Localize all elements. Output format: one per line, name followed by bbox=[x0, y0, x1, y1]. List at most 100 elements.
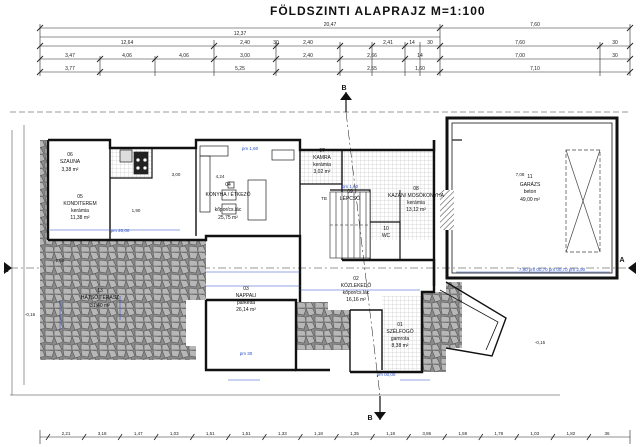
bottom-dim-tick bbox=[45, 433, 51, 441]
bottom-dim-label: 2,21 bbox=[62, 431, 71, 436]
bottom-dim-tick bbox=[225, 433, 231, 441]
blue-annotations bbox=[50, 229, 610, 381]
bottom-dim-tick bbox=[262, 433, 267, 441]
drawing-title: FÖLDSZINTI ALAPRAJZ M=1:100 bbox=[270, 4, 486, 18]
dim-house-width: 12,37 bbox=[234, 31, 247, 37]
tag-250: 2,50 bbox=[56, 258, 65, 263]
dim-r3-g: 14 bbox=[417, 53, 423, 59]
section-b-top: B bbox=[341, 85, 346, 92]
dim-r3-b: 4,06 bbox=[122, 53, 132, 59]
room-02-num: 02 bbox=[353, 276, 359, 282]
stone-cladding bbox=[40, 140, 462, 372]
bottom-dim-label: 1,82 bbox=[567, 431, 576, 436]
room-09-name: LÉPCSŐ bbox=[340, 195, 360, 202]
room-02-name: KÖZLEKEDŐ bbox=[341, 282, 372, 289]
dim-r2-f: 14 bbox=[409, 40, 415, 46]
dim-r2-g: 30 bbox=[427, 40, 433, 46]
bottom-dim-tick bbox=[586, 433, 592, 441]
tag-016: -0,16 bbox=[25, 312, 36, 317]
tag-pm-kamra: pm 1,60 bbox=[342, 184, 359, 189]
bottom-dim-label: 1,78 bbox=[494, 431, 503, 436]
bottom-dim-tick bbox=[514, 433, 520, 441]
dim-r3-d: 3,00 bbox=[240, 53, 250, 59]
room-04-num: 04 bbox=[225, 182, 231, 188]
room-05-area: 11,38 m² bbox=[70, 215, 90, 221]
bottom-dim-tick bbox=[550, 433, 556, 441]
bottom-dim-label: 1,18 bbox=[386, 431, 395, 436]
bottom-dim-tick bbox=[153, 433, 159, 441]
bottom-dim-tick bbox=[370, 433, 375, 441]
dim-r3-i: 30 bbox=[612, 53, 618, 59]
bottom-dim-label: 1,51 bbox=[206, 431, 215, 436]
bottom-dim-tick bbox=[442, 433, 448, 441]
room-08-floor: kerámia bbox=[407, 200, 425, 206]
room-11-name: GARÁZS bbox=[520, 181, 541, 188]
dim-r4-a: 3,77 bbox=[65, 66, 75, 72]
room-13-num: 13 bbox=[97, 288, 103, 294]
room-03-area: 26,14 m² bbox=[236, 307, 256, 313]
room-02-area: 16,16 m² bbox=[346, 297, 366, 303]
dim-total: 20,47 bbox=[324, 22, 337, 28]
dim-garage-total: 7,60 bbox=[530, 22, 540, 28]
dim-r2-a: 12,64 bbox=[121, 40, 134, 46]
bottom-dim-label: 1,35 bbox=[350, 431, 359, 436]
tag-pm-kitchen: pm 1,60 bbox=[242, 146, 259, 151]
room-05-num: 05 bbox=[77, 194, 83, 200]
dim-r4-b: 5,25 bbox=[235, 66, 245, 72]
stairs bbox=[329, 191, 371, 259]
tag-424: 4,24 bbox=[216, 174, 225, 179]
room-10-name: WC bbox=[382, 233, 391, 239]
room-05-name: KONDITEREM bbox=[63, 201, 96, 207]
dim-r2-d: 2,40 bbox=[303, 40, 313, 46]
bottom-dim-tick bbox=[406, 433, 411, 441]
room-07-num: 07 bbox=[319, 148, 325, 154]
section-a-left: A bbox=[3, 267, 8, 274]
dim-r2-c: 30 bbox=[273, 40, 279, 46]
room-04-name: KONYHA / ÉTKEZŐ bbox=[205, 191, 250, 198]
bottom-dim-tick bbox=[478, 433, 484, 441]
tag-pm-entry: pm 00,00 bbox=[377, 372, 396, 377]
room-05-floor: kerámia bbox=[71, 208, 89, 214]
room-13-area: 31,40 m² bbox=[90, 303, 110, 309]
tag-015: -0,15 bbox=[535, 340, 546, 345]
bottom-dim-label: 1,18 bbox=[314, 431, 323, 436]
room-08-area: 13,12 m² bbox=[406, 207, 426, 213]
bottom-dim-tick bbox=[298, 433, 303, 441]
bottom-dim-label: 1,33 bbox=[278, 431, 287, 436]
section-a-right: A bbox=[619, 257, 624, 264]
room-04-floor: kőpor/cs.lác bbox=[215, 207, 242, 213]
room-01-num: 01 bbox=[397, 322, 403, 328]
bottom-dim-label: 1,51 bbox=[242, 431, 251, 436]
room-06-area: 3,38 m² bbox=[62, 167, 79, 173]
tag-708: 7,08 bbox=[516, 172, 525, 177]
dim-r2-h: 7,60 bbox=[515, 40, 525, 46]
room-06-name: SZAUNA bbox=[60, 159, 81, 165]
dim-r4-d: 1,60 bbox=[415, 66, 425, 72]
room-08-name: KAZÁN/ MOSÓKONYHA bbox=[388, 192, 445, 199]
room-01-floor: gamrota bbox=[391, 336, 410, 342]
tag-tb: TB bbox=[321, 196, 327, 201]
top-dimension-lines bbox=[39, 24, 631, 76]
dim-r2-e: 2,41 bbox=[383, 40, 393, 46]
bottom-dim-label: 1,59 bbox=[458, 431, 467, 436]
room-07-area: 3,02 m² bbox=[314, 169, 331, 175]
bottom-dim-tick bbox=[81, 433, 87, 441]
dim-r4-e: 7,10 bbox=[530, 66, 540, 72]
room-03-floor: parketta bbox=[237, 300, 255, 306]
room-11-num: 11 bbox=[527, 174, 532, 180]
dim-r3-a: 3,47 bbox=[65, 53, 75, 59]
room-10-num: 10 bbox=[383, 226, 389, 232]
dim-r3-c: 4,06 bbox=[179, 53, 189, 59]
dim-r3-f: 2,66 bbox=[367, 53, 377, 59]
dim-r3-e: 2,40 bbox=[303, 53, 313, 59]
room-04-area: 25,75 m² bbox=[218, 215, 238, 221]
dim-r3-h: 7,00 bbox=[515, 53, 525, 59]
section-markers bbox=[4, 92, 636, 420]
room-11-floor: beton bbox=[524, 189, 537, 195]
tag-pm-living: pm 20,00 bbox=[111, 228, 130, 233]
tag-pm-napp: pm 30 bbox=[240, 351, 253, 356]
room-08-num: 08 bbox=[413, 186, 419, 192]
room-01-area: 8,38 m² bbox=[392, 343, 409, 349]
